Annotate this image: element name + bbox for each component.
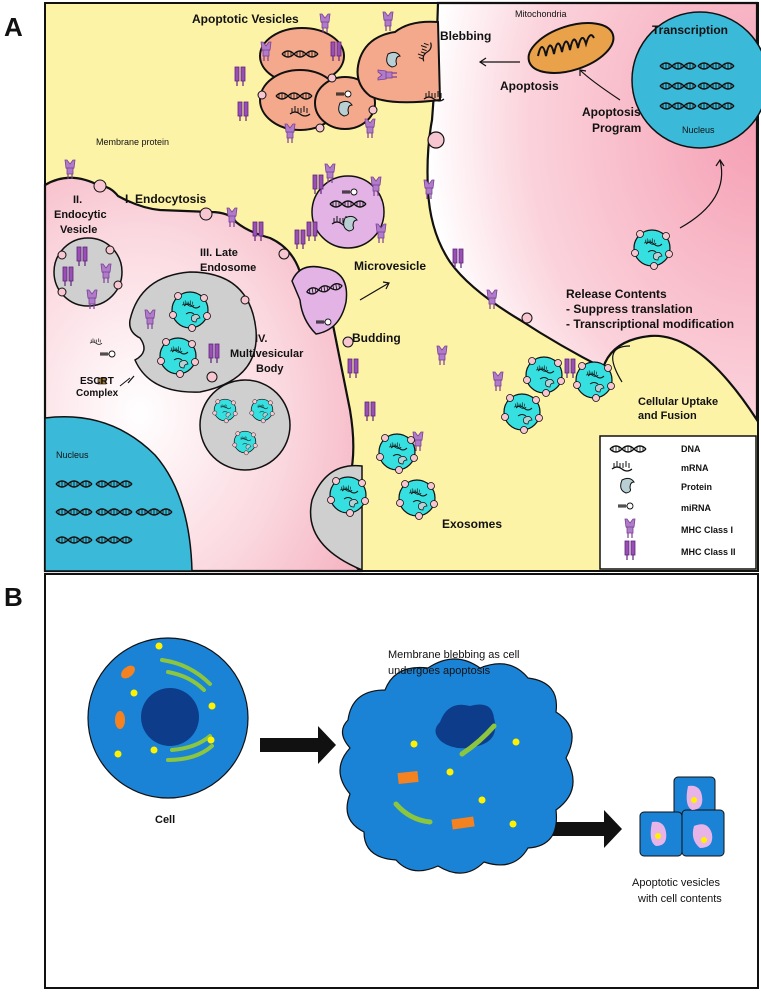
label-escrt-1: ESCRT bbox=[80, 376, 114, 387]
label-uptake-1: Cellular Uptake bbox=[638, 396, 718, 408]
panel-b-letter: B bbox=[4, 582, 23, 612]
legend-mirna: miRNA bbox=[681, 503, 712, 513]
label-apoptotic-vesicles: Apoptotic Vesicles bbox=[192, 12, 299, 26]
label-apoptosis-program-2: Program bbox=[592, 121, 641, 135]
legend bbox=[599, 435, 757, 570]
multivesicular-body bbox=[199, 379, 291, 471]
label-mitochondria: Mitochondria bbox=[515, 9, 567, 19]
label-apoptosis: Apoptosis bbox=[500, 79, 559, 93]
panel-b: B Cell bbox=[4, 573, 759, 989]
mitochondria bbox=[527, 22, 615, 74]
label-cell: Cell bbox=[155, 814, 175, 826]
cell-illustration bbox=[87, 637, 249, 799]
label-vesicles-1: Apoptotic vesicles bbox=[632, 877, 721, 889]
nucleus-top bbox=[631, 11, 761, 149]
label-exosomes: Exosomes bbox=[442, 517, 502, 531]
legend-mhc2: MHC Class II bbox=[681, 547, 736, 557]
label-nucleus-bottom: Nucleus bbox=[56, 450, 89, 460]
label-release-3: - Transcriptional modification bbox=[566, 317, 734, 331]
label-endocytic-2: Endocytic bbox=[54, 209, 107, 221]
arrow-2 bbox=[552, 810, 622, 848]
apoptotic-vesicles bbox=[234, 13, 378, 144]
label-release-1: Release Contents bbox=[566, 287, 667, 301]
label-mvb-2: Multivesicular bbox=[230, 348, 304, 360]
label-mvb-1: IV. bbox=[255, 333, 267, 345]
label-budding: Budding bbox=[352, 331, 401, 345]
arrow-1 bbox=[260, 726, 336, 764]
label-microvesicle: Microvesicle bbox=[354, 259, 426, 273]
label-mvb-3: Body bbox=[256, 363, 284, 375]
panel-a-letter: A bbox=[4, 12, 23, 42]
budding-vesicle bbox=[291, 265, 348, 335]
blebbing-cell bbox=[339, 658, 574, 874]
nucleus-bottom bbox=[44, 416, 193, 572]
bleb bbox=[356, 20, 442, 104]
arrows bbox=[127, 57, 725, 384]
label-uptake-2: and Fusion bbox=[638, 410, 697, 422]
label-endocytic-1: II. bbox=[73, 194, 82, 206]
label-endocytic-3: Vesicle bbox=[60, 224, 97, 236]
label-escrt-2: Complex bbox=[76, 388, 119, 399]
label-blebbing: Blebbing bbox=[440, 29, 491, 43]
label-late-endosome-1: III. Late bbox=[200, 247, 238, 259]
legend-mrna: mRNA bbox=[681, 463, 709, 473]
label-membrane-protein: Membrane protein bbox=[96, 137, 169, 147]
label-blebbing-2: undergoes apoptosis bbox=[388, 665, 491, 677]
legend-mhc1: MHC Class I bbox=[681, 525, 733, 535]
label-endocytosis: I. Endocytosis bbox=[125, 192, 207, 206]
label-apoptosis-program-1: Apoptosis bbox=[582, 105, 641, 119]
label-nucleus-top: Nucleus bbox=[682, 125, 715, 135]
legend-protein: Protein bbox=[681, 482, 712, 492]
label-vesicles-2: with cell contents bbox=[637, 893, 722, 905]
apoptotic-vesicles-b bbox=[639, 776, 725, 857]
late-endosome bbox=[128, 271, 257, 393]
label-release-2: - Suppress translation bbox=[566, 302, 693, 316]
label-blebbing-1: Membrane blebbing as cell bbox=[388, 649, 519, 661]
legend-dna: DNA bbox=[681, 444, 701, 454]
label-transcription: Transcription bbox=[652, 23, 728, 37]
endocytic-vesicle bbox=[53, 237, 123, 307]
panel-a: A Apoptotic Vesicles Blebbing Mitochondr… bbox=[4, 1, 761, 573]
label-late-endosome-2: Endosome bbox=[200, 262, 256, 274]
microvesicle bbox=[311, 175, 385, 249]
